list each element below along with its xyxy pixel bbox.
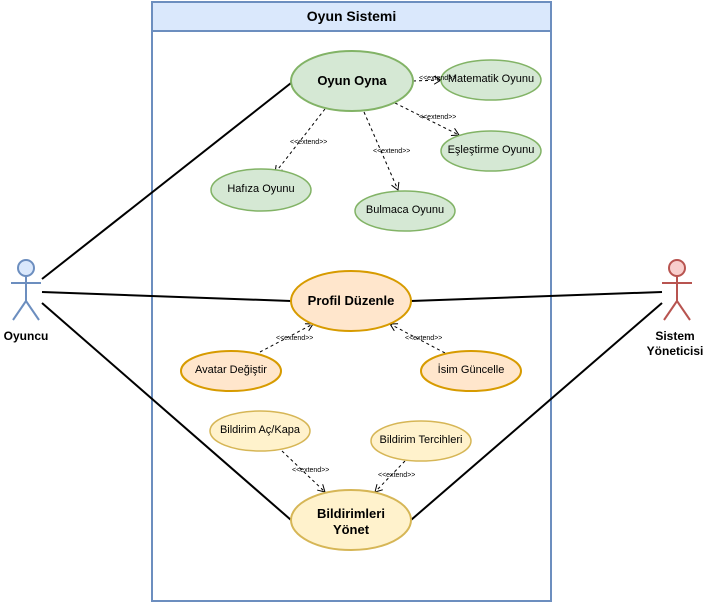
- use-case-math-game: [440, 59, 542, 101]
- use-case-change-avatar: [180, 350, 282, 392]
- use-case-toggle-notifications: [209, 410, 311, 452]
- relation-label: <<extend>>: [405, 335, 443, 342]
- extend-math-play: [412, 75, 443, 85]
- association-admin-edit-profile: [410, 291, 663, 302]
- extend-name-profile: [389, 323, 446, 354]
- use-case-play-game: [290, 50, 414, 112]
- use-case-toggle-notifications-label: Bildirim Aç/Kapa: [219, 424, 301, 436]
- use-case-puzzle-game: [354, 190, 456, 232]
- use-case-play-game-label: Oyun Oyna: [317, 73, 387, 88]
- actor-player-label: Oyuncu: [3, 329, 49, 343]
- extend-avatar-profile: [259, 323, 314, 353]
- relation-label: <<extend>>: [276, 335, 314, 342]
- association-player-play-game: [41, 82, 292, 280]
- association-player-edit-profile: [41, 291, 292, 302]
- relation-label: <<extend>>: [292, 467, 330, 474]
- use-case-puzzle-game-label: Bulmaca Oyunu: [365, 204, 445, 216]
- use-case-edit-profile: [290, 270, 412, 332]
- extend-puzzle-play: [363, 111, 400, 191]
- use-case-notification-prefs-label: Bildirim Tercihleri: [379, 434, 463, 446]
- actor-player-figure: [11, 259, 41, 321]
- use-case-memory-game: [210, 168, 312, 212]
- relation-label: <<extend>>: [378, 472, 416, 479]
- actor-admin-figure: [662, 259, 692, 321]
- use-case-update-name: [420, 350, 522, 392]
- extend-toggle-notifications: [281, 450, 326, 493]
- relation-label: <<extend>>: [373, 148, 411, 155]
- actor-admin-label-line2: Yöneticisi: [646, 344, 704, 358]
- system-title-bar: [151, 1, 552, 32]
- association-player-manage-notifications: [41, 302, 292, 521]
- use-case-update-name-label: İsim Güncelle: [437, 364, 505, 376]
- use-case-manage-notifications-line2: Yönet: [332, 522, 370, 537]
- use-case-matching-game-label: Eşleştirme Oyunu: [447, 144, 535, 156]
- actor-admin-label-line1: Sistem: [655, 329, 695, 343]
- system-title: Oyun Sistemi: [306, 8, 397, 24]
- relation-label: <<extend>>: [290, 139, 328, 146]
- use-case-notification-prefs: [370, 420, 472, 462]
- relation-label: <<extend>>: [419, 75, 457, 82]
- use-case-edit-profile-label: Profil Düzenle: [307, 293, 395, 308]
- use-case-memory-game-label: Hafıza Oyunu: [227, 183, 295, 195]
- relation-label: <<extend>>: [419, 114, 457, 121]
- use-case-manage-notifications-line1: Bildirimleri: [317, 506, 385, 521]
- use-case-change-avatar-label: Avatar Değiştir: [195, 364, 267, 376]
- association-admin-manage-notifications: [410, 302, 663, 521]
- use-case-manage-notifications: [290, 489, 412, 551]
- extend-prefs-notifications: [374, 460, 406, 493]
- use-case-math-game-label: Matematik Oyunu: [447, 73, 535, 85]
- extend-memory-play: [274, 108, 326, 174]
- use-case-matching-game: [440, 130, 542, 172]
